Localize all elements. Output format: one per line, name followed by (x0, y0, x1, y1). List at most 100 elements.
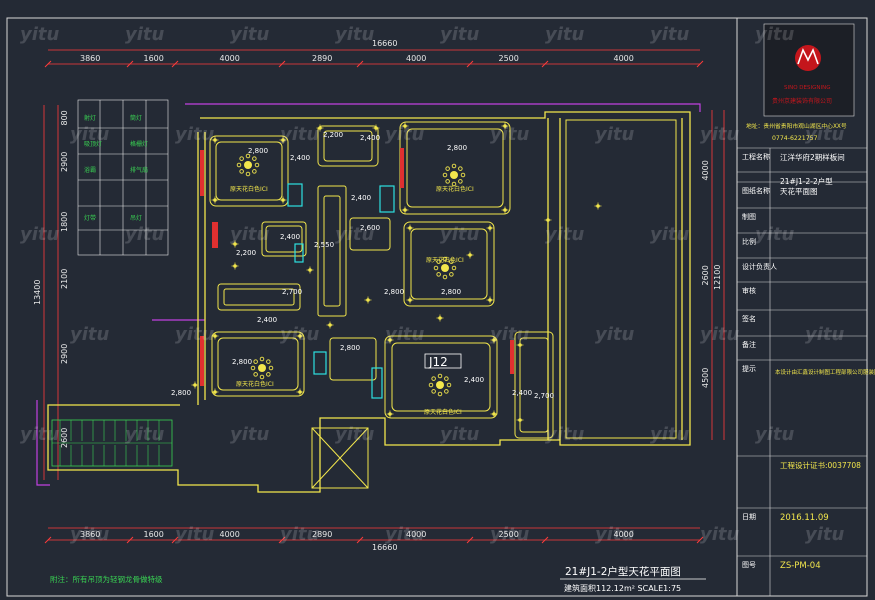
downlight-icon (516, 341, 524, 349)
ceiling-height-label: 2,400 (464, 376, 484, 384)
fixtures (287, 183, 395, 399)
tb-row-label: 提示 (742, 364, 756, 373)
watermark-text: yitu (385, 124, 425, 145)
dim-left-segment: 2900 (60, 344, 69, 364)
ceiling-height-label: 2,800 (384, 288, 404, 296)
dim-bottom-segment: 4000 (406, 530, 426, 539)
downlight-icon (231, 262, 239, 270)
ceiling-height-label: 2,600 (360, 224, 380, 232)
watermark-text: yitu (700, 124, 740, 145)
downlight-icon (326, 321, 334, 329)
watermark-text: yitu (125, 24, 165, 45)
watermark-text: yitu (175, 324, 215, 345)
dim-tick (126, 536, 134, 544)
downlight-icon (486, 296, 494, 304)
watermark-layer: yitu yitu yitu yitu yitu yitu yitu yitu yitu yitu… (20, 24, 845, 545)
dim-left-segment: 2900 (60, 152, 69, 172)
dim-left-segment: 2100 (60, 269, 69, 289)
watermark-text: yitu (175, 124, 215, 145)
downlight-icon (306, 266, 314, 274)
legend-label: 吸顶灯 (84, 140, 102, 148)
title-block-rows: 工程名称江洋华府2期样板间21#J1-2-2户型图纸名称天花平面图制图比例设计负… (737, 147, 875, 596)
dim-tick (278, 60, 286, 68)
dimension-lines (43, 49, 725, 541)
dim-bottom-segment: 1600 (144, 530, 164, 539)
watermark-text: yitu (335, 24, 375, 45)
dim-top-segment: 3860 (80, 54, 100, 63)
dim-tick (466, 60, 474, 68)
ceiling-height-label: 2,400 (280, 233, 300, 241)
lamp-label: 原天花白色ICI (236, 380, 274, 388)
room-outlines (209, 119, 677, 489)
downlight-icon (316, 124, 324, 132)
downlight-icon (386, 410, 394, 418)
downlight-icon (594, 202, 602, 210)
dim-left-segment: 2600 (60, 428, 69, 448)
ceiling-height-label: 2,800 (340, 344, 360, 352)
room-tag-box (424, 353, 462, 369)
company-en: SINO DESIGNING (784, 85, 831, 91)
dim-top-segment: 4000 (614, 54, 634, 63)
legend-table (77, 99, 169, 256)
watermark-text: yitu (650, 24, 690, 45)
downlight-icon (296, 388, 304, 396)
watermark-text: yitu (595, 124, 635, 145)
partition-lines (36, 103, 701, 486)
watermark-text: yitu (20, 224, 60, 245)
title-block: SINO DESIGNING 贵州京建装饰有限公司 地址：贵州省贵阳市观山湖区中… (737, 23, 875, 596)
lamps (236, 153, 466, 397)
watermark-text: yitu (805, 324, 845, 345)
watermark-text: yitu (650, 424, 690, 445)
downlight-icon (386, 336, 394, 344)
dimension-ticks-top (44, 60, 704, 544)
tb-row-label: 比例 (742, 237, 756, 246)
dim-tick (171, 536, 179, 544)
dim-bottom-segment: 2500 (499, 530, 519, 539)
chandelier-icon (442, 163, 466, 187)
dim-top-segment: 2500 (499, 54, 519, 63)
watermark-text: yitu (440, 24, 480, 45)
dim-tick (171, 60, 179, 68)
chandelier-icon (428, 373, 452, 397)
downlight-icon (279, 136, 287, 144)
ceiling-height-label: 2,400 (512, 389, 532, 397)
dim-tick (696, 536, 704, 544)
downlight-icon (544, 216, 552, 224)
tb-row-value: ZS-PM-04 (780, 561, 821, 571)
dim-top-segment: 4000 (406, 54, 426, 63)
downlight-icon (211, 196, 219, 204)
watermark-text: yitu (805, 124, 845, 145)
plan-title: 21#J1-2户型天花平面图 (565, 565, 681, 578)
tb-row-label: 签名 (742, 314, 756, 323)
dim-right-total: 12100 (713, 265, 722, 290)
legend-label: 格栅灯 (130, 140, 148, 148)
ceiling-height-label: 2,700 (534, 392, 554, 400)
dim-tick (356, 60, 364, 68)
watermark-text: yitu (230, 424, 270, 445)
dim-tick (466, 536, 474, 544)
downlight-icon (406, 224, 414, 232)
tb-row-label: 设计负责人 (742, 262, 777, 271)
dim-tick (44, 60, 52, 68)
tb-row-label: 审核 (742, 286, 756, 295)
watermark-text: yitu (20, 424, 60, 445)
tb-row-label: 工程名称 (742, 152, 770, 161)
tb-row-label: 图纸名称 (742, 186, 770, 195)
ceiling-height-label: 2,800 (441, 288, 461, 296)
tb-row-value: 天花平面图 (780, 186, 818, 196)
downlight-icon (406, 296, 414, 304)
tb-row-value: 本设计由汇鑫设计制图工程部限公司服装国际，未经许可不得使用 (775, 368, 875, 376)
company-address: 地址：贵州省贵阳市观山湖区中心XX号 (746, 122, 847, 130)
dim-tick (696, 60, 704, 68)
downlight-icon (296, 332, 304, 340)
tb-row-value: 江洋华府2期样板间 (780, 152, 845, 162)
tb-row-label: 日期 (742, 513, 756, 521)
downlight-icon (486, 224, 494, 232)
downlight-icon (501, 206, 509, 214)
legend-label: 筒灯 (130, 114, 142, 122)
company-phone: 0774-6221757 (772, 135, 818, 142)
dim-top-total: 16660 (372, 39, 397, 48)
